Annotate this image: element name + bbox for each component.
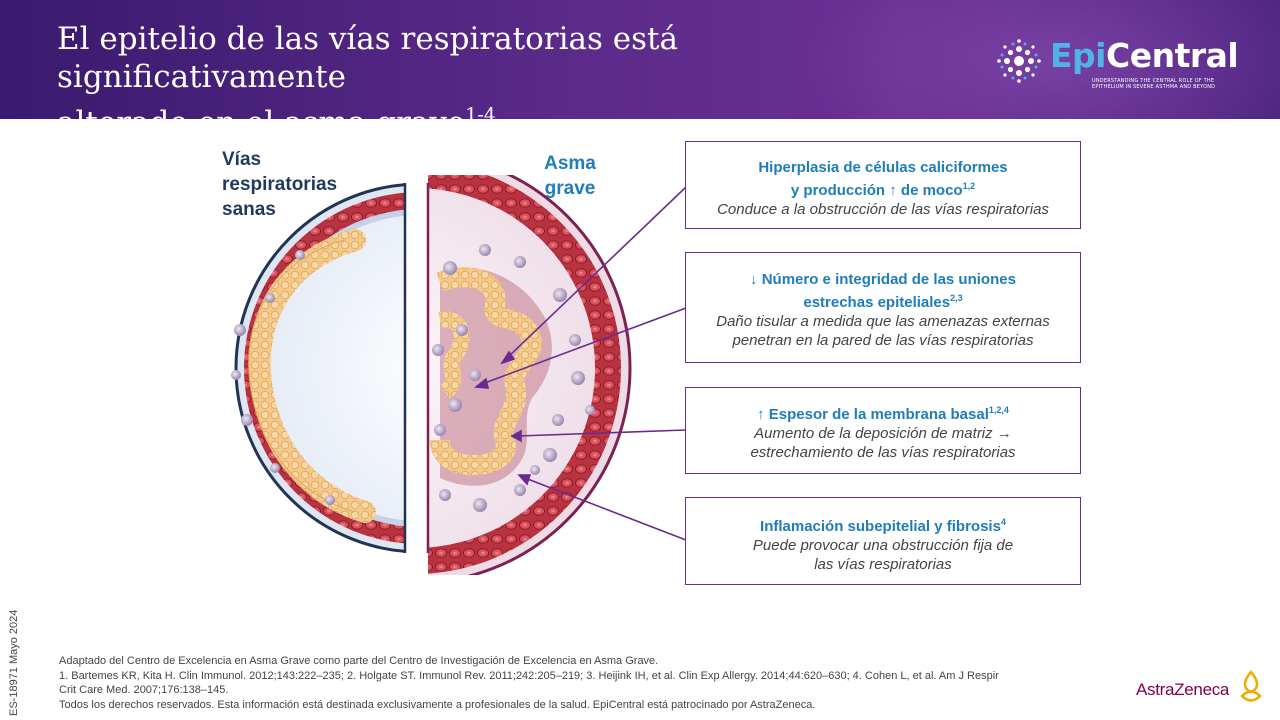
callout-basement-membrane: ↑ Espesor de la membrana basal1,2,4 Aume… (685, 387, 1081, 474)
callout-4-desc-line-2: las vías respiratorias (814, 556, 952, 573)
title-refs: 1-4 (465, 104, 496, 119)
callout-3-desc-line-1: Aumento de la deposición de matriz → (754, 425, 1012, 442)
pointer-line-3 (517, 429, 687, 437)
callout-3-title: ↑ Espesor de la membrana basal1,2,4 (686, 401, 1080, 424)
logo-tagline-line-2: epithelium in severe asthma and beyond (1092, 84, 1216, 90)
pointer-line-4 (524, 477, 687, 541)
healthy-airway-half (231, 183, 405, 553)
callout-3-desc-line-2: estrechamiento de las vías respiratorias (750, 444, 1016, 461)
pointer-arrowhead-3 (510, 429, 522, 443)
title-line-2: alterado en el asma grave1-4 (57, 96, 957, 119)
logo-epi: Epi (1050, 36, 1106, 75)
severe-label-line-2: grave (544, 178, 596, 199)
severe-label-line-1: Asma (544, 153, 596, 174)
title-line-1: El epitelio de las vías respiratorias es… (57, 21, 678, 95)
healthy-label-line-1: Vías (222, 149, 262, 170)
pointer-arrowhead-1 (500, 350, 516, 365)
document-code: ES-18971 Mayo 2024 (8, 609, 20, 716)
healthy-label-line-3: sanas (222, 199, 276, 220)
pointer-line-2 (481, 307, 687, 385)
healthy-airway-label: Vías respiratorias sanas (222, 147, 372, 222)
astrazeneca-logo: AstraZeneca (1136, 670, 1276, 710)
severe-asthma-airway-half (428, 175, 632, 575)
callout-2-title-line-1: ↓ Número e integridad de las uniones (750, 271, 1016, 288)
callout-3-title-text: ↑ Espesor de la membrana basal (757, 406, 989, 423)
severe-asthma-label: Asma grave (520, 151, 620, 201)
pointer-arrowhead-4 (517, 474, 532, 486)
callout-3-refs: 1,2,4 (988, 405, 1009, 415)
epicentral-logo: EpiCentral Understanding the central rol… (996, 36, 1256, 98)
logo-central: Central (1105, 36, 1239, 75)
astrazeneca-wordmark: AstraZeneca (1136, 680, 1230, 699)
callout-2-desc-line-2: penetran en la pared de las vías respira… (732, 332, 1034, 349)
callout-goblet-cell-hyperplasia: Hiperplasia de células caliciformes y pr… (685, 141, 1081, 229)
footnote-references-line-1: 1. Bartemes KR, Kita H. Clin Immunol. 20… (59, 669, 999, 682)
callout-1-title-line-2: y producción ↑ de moco1,2 (686, 177, 1080, 200)
footnotes: Adaptado del Centro de Excelencia en Asm… (59, 654, 1129, 712)
callout-1-refs: 1,2 (962, 181, 976, 191)
page-title: El epitelio de las vías respiratorias es… (57, 20, 957, 119)
callout-2-desc-line-1: Daño tisular a medida que las amenazas e… (716, 313, 1050, 330)
callout-1-title-line-2-text: y producción ↑ de moco (790, 182, 963, 199)
header-glow (800, 0, 1280, 119)
callout-4-title-text: Inflamación subepitelial y fibrosis (760, 518, 1001, 535)
callout-2-title-line-2-text: estrechas epiteliales (803, 294, 951, 311)
callout-1-desc: Conduce a la obstrucción de las vías res… (717, 201, 1049, 218)
pointer-line-1 (506, 186, 687, 359)
header-banner: El epitelio de las vías respiratorias es… (0, 0, 1280, 119)
logo-wordmark: EpiCentral (1050, 36, 1239, 75)
footnote-source: Adaptado del Centro de Excelencia en Asm… (59, 655, 659, 667)
callout-4-title: Inflamación subepitelial y fibrosis4 (686, 513, 1080, 536)
callout-2-refs: 2,3 (950, 293, 963, 303)
healthy-label-line-2: respiratorias (222, 174, 338, 195)
callout-subepithelial-inflammation: Inflamación subepitelial y fibrosis4 Pue… (685, 497, 1081, 585)
logo-tagline: Understanding the central role of the ep… (1092, 78, 1232, 90)
callout-pointers (473, 186, 687, 541)
footnote-references-line-2: Crit Care Med. 2007;176:138–145. (59, 684, 229, 696)
logo-tagline-line-1: Understanding the central role of the (1092, 78, 1215, 84)
callout-tight-junctions: ↓ Número e integridad de las uniones est… (685, 252, 1081, 363)
footnote-disclaimer: Todos los derechos reservados. Esta info… (59, 698, 816, 711)
callout-2-title-line-2: estrechas epiteliales2,3 (686, 289, 1080, 312)
callout-1-title-line-1: Hiperplasia de células caliciformes (758, 159, 1008, 176)
astrazeneca-symbol-icon (1240, 670, 1262, 702)
pointer-arrowhead-2 (473, 377, 490, 389)
title-line-2-text: alterado en el asma grave (57, 105, 465, 119)
callout-4-desc-line-1: Puede provocar una obstrucción fija de (752, 537, 1014, 554)
callout-4-refs: 4 (1000, 517, 1006, 527)
epicentral-logo-icon (997, 39, 1041, 83)
